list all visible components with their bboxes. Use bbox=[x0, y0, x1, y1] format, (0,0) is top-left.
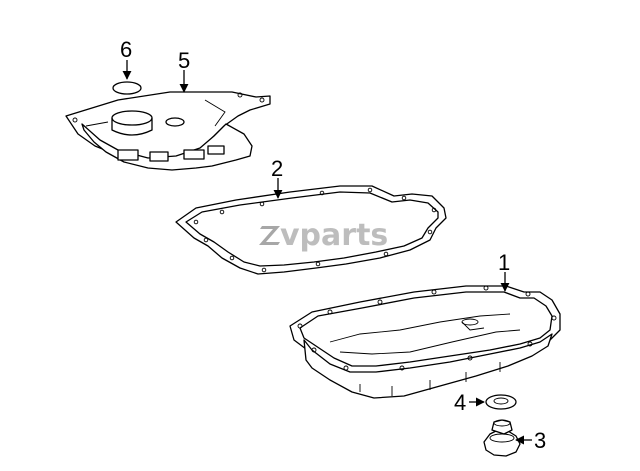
callout-3: 3 bbox=[534, 428, 546, 453]
watermark-text: vparts bbox=[280, 218, 388, 253]
part-2-gasket[interactable] bbox=[175, 185, 447, 275]
callout-4: 4 bbox=[454, 390, 466, 415]
watermark-mark-icon bbox=[259, 226, 280, 245]
callout-2: 2 bbox=[271, 156, 283, 181]
part-5-filter[interactable] bbox=[65, 91, 271, 171]
callout-6: 6 bbox=[120, 37, 132, 62]
part-6-o-ring[interactable] bbox=[112, 81, 142, 95]
watermark-logo: vparts bbox=[259, 218, 388, 253]
part-1-oil-pan[interactable] bbox=[289, 285, 561, 399]
callout-arrows bbox=[122, 60, 532, 445]
callout-1: 1 bbox=[498, 250, 510, 275]
part-3-drain-plug[interactable] bbox=[483, 419, 521, 457]
callout-5: 5 bbox=[178, 48, 190, 73]
part-4-washer[interactable] bbox=[485, 394, 517, 410]
